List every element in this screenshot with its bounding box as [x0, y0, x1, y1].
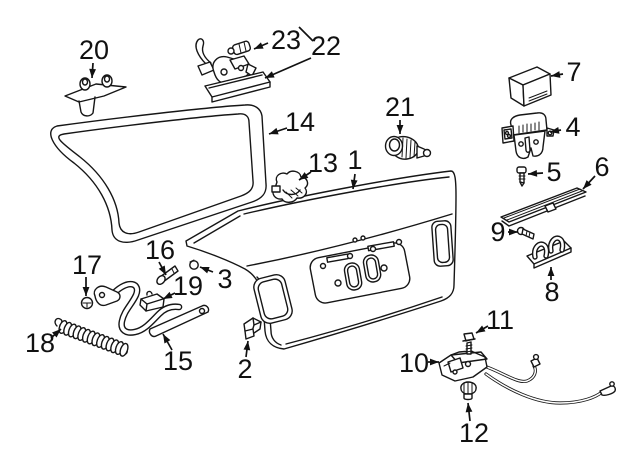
arrowhead-13 [299, 172, 309, 180]
part-number-4[interactable]: 4 [565, 112, 580, 142]
part-number-9[interactable]: 9 [490, 217, 505, 247]
part-number-20[interactable]: 20 [79, 35, 109, 65]
arrowhead-17 [82, 287, 90, 296]
part-9-screw [516, 226, 535, 240]
part-5-screw [516, 166, 527, 187]
part-number-6[interactable]: 6 [594, 152, 609, 182]
part-16-pin [156, 265, 179, 286]
arrowhead-10 [430, 358, 439, 366]
part-1-trunk-lid [185, 170, 457, 350]
arrowhead-18 [52, 329, 61, 338]
part-20-bracket [64, 74, 127, 117]
part-2-bumper [243, 317, 262, 340]
part-21-lock-cylinder [384, 135, 432, 160]
part-number-13[interactable]: 13 [308, 148, 338, 178]
arrowhead-21 [396, 125, 404, 134]
arrowhead-5 [528, 170, 538, 177]
part-number-1[interactable]: 1 [347, 145, 362, 175]
arrowhead-3 [200, 267, 210, 274]
arrowhead-6 [583, 180, 592, 189]
arrowhead-11 [476, 325, 486, 333]
arrowhead-15 [163, 334, 171, 344]
part-number-10[interactable]: 10 [399, 348, 429, 378]
part-number-14[interactable]: 14 [285, 107, 315, 137]
arrowhead-1 [350, 179, 358, 189]
part-number-23[interactable]: 23 [271, 25, 301, 55]
part-number-11[interactable]: 11 [486, 305, 514, 335]
arrowhead-12 [465, 403, 473, 413]
part-13-clip [271, 170, 309, 203]
part-18-spring [54, 317, 131, 358]
part-10-release-cable [438, 350, 616, 405]
arrowhead-16 [158, 265, 166, 275]
part-drawings [50, 38, 616, 405]
part-22-license-lamp-assembly [195, 38, 271, 103]
part-number-3[interactable]: 3 [217, 264, 232, 294]
part-15-hinge [93, 280, 210, 338]
leader-line-22 [298, 26, 314, 42]
arrowhead-4 [550, 127, 560, 134]
part-23-bulb [227, 40, 252, 56]
arrowhead-19 [163, 291, 173, 299]
part-12-grommet [460, 381, 477, 401]
part-number-21[interactable]: 21 [385, 92, 415, 122]
part-number-7[interactable]: 7 [566, 57, 581, 87]
part-number-12[interactable]: 12 [459, 418, 489, 448]
arrowhead-7 [551, 71, 561, 78]
part-14-weatherstrip [50, 104, 267, 243]
arrowhead-14 [269, 127, 279, 135]
part-4-lock-assembly [501, 112, 555, 160]
part-number-22[interactable]: 22 [311, 31, 341, 61]
part-number-8[interactable]: 8 [544, 277, 559, 307]
part-11-bolt [462, 332, 476, 355]
arrowhead-22 [265, 71, 275, 78]
part-number-5[interactable]: 5 [546, 157, 561, 187]
arrowhead-9 [509, 228, 518, 236]
arrowhead-8 [547, 267, 555, 276]
part-7-cover [508, 66, 552, 107]
part-number-2[interactable]: 2 [237, 354, 252, 384]
part-19-clamp [139, 290, 165, 312]
part-number-18[interactable]: 18 [25, 328, 55, 358]
part-8-striker [526, 235, 572, 269]
arrowhead-20 [89, 68, 96, 78]
part-number-19[interactable]: 19 [173, 271, 203, 301]
part-17-nut [80, 296, 94, 310]
arrowhead-23 [254, 42, 264, 49]
part-number-17[interactable]: 17 [72, 250, 102, 280]
part-number-16[interactable]: 16 [145, 235, 175, 265]
part-3-clip [189, 259, 199, 270]
arrowhead-2 [243, 341, 251, 351]
part-6-cover-plate [500, 187, 587, 227]
part-number-15[interactable]: 15 [163, 346, 193, 376]
